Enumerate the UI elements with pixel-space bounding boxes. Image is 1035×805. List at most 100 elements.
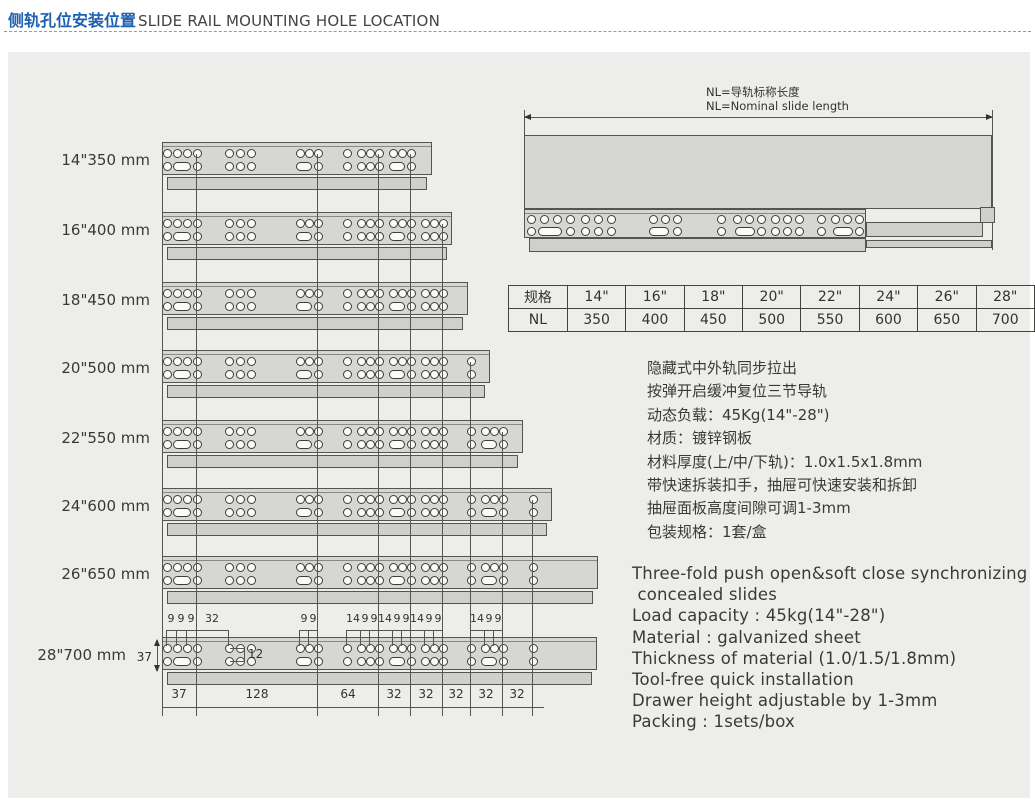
dim-tick bbox=[244, 648, 245, 662]
spec-line-en: Load capacity : 45kg(14"-28") bbox=[632, 606, 886, 626]
mounting-hole bbox=[313, 219, 323, 228]
spec-line-en: Drawer height adjustable by 1-3mm bbox=[632, 691, 938, 711]
nl-ext-line bbox=[992, 110, 993, 250]
dim-tick bbox=[196, 630, 197, 646]
mounting-hole bbox=[342, 576, 352, 585]
mounting-hole bbox=[429, 576, 439, 585]
mounting-hole bbox=[365, 440, 375, 449]
rail-lower-profile bbox=[167, 523, 547, 536]
mounting-hole bbox=[313, 576, 323, 585]
inner-rail-bar bbox=[866, 222, 983, 237]
mounting-hole bbox=[580, 227, 590, 236]
mounting-slot bbox=[296, 302, 312, 311]
mounting-hole bbox=[246, 370, 256, 379]
dashed-divider bbox=[4, 31, 1031, 32]
mounting-hole bbox=[438, 440, 448, 449]
mounting-hole bbox=[528, 508, 538, 517]
dim-line bbox=[162, 707, 544, 708]
mounting-hole bbox=[313, 357, 323, 366]
mounting-hole bbox=[224, 162, 234, 171]
mounting-hole bbox=[438, 508, 448, 517]
hole-alignment-line bbox=[196, 154, 197, 707]
mounting-hole bbox=[192, 302, 202, 311]
nl-dimension-label-zh: NL=导轨标称长度 bbox=[706, 85, 800, 99]
mounting-hole bbox=[480, 427, 490, 436]
overview-slide-rail bbox=[524, 209, 866, 238]
overview-rail-lower bbox=[529, 238, 866, 252]
mounting-hole bbox=[162, 289, 172, 298]
mounting-hole bbox=[388, 427, 398, 436]
nl-dim-line bbox=[524, 117, 992, 118]
dim-label: 9 bbox=[177, 612, 185, 625]
mounting-hole bbox=[782, 227, 792, 236]
mounting-hole bbox=[246, 219, 256, 228]
mounting-hole bbox=[388, 563, 398, 572]
mounting-hole bbox=[365, 162, 375, 171]
dim-tick bbox=[360, 630, 361, 646]
mounting-hole bbox=[235, 149, 245, 158]
mounting-hole bbox=[246, 302, 256, 311]
mounting-hole bbox=[162, 357, 172, 366]
mounting-hole bbox=[295, 563, 305, 572]
mounting-hole bbox=[438, 370, 448, 379]
dim-label: 9 bbox=[494, 612, 502, 625]
mounting-hole bbox=[246, 289, 256, 298]
mounting-hole bbox=[192, 427, 202, 436]
mounting-hole bbox=[420, 427, 430, 436]
mounting-hole bbox=[342, 289, 352, 298]
mounting-hole bbox=[420, 357, 430, 366]
mounting-hole bbox=[480, 495, 490, 504]
mounting-hole bbox=[794, 215, 804, 224]
mounting-hole bbox=[192, 232, 202, 241]
mounting-slot bbox=[389, 440, 405, 449]
mounting-hole bbox=[374, 162, 384, 171]
dim-tick bbox=[186, 630, 187, 646]
spec-line-zh: 动态负载：45Kg(14"-28") bbox=[647, 405, 830, 424]
mounting-hole bbox=[466, 576, 476, 585]
mounting-hole bbox=[235, 440, 245, 449]
mounting-hole bbox=[192, 495, 202, 504]
mounting-hole bbox=[172, 644, 182, 653]
mounting-hole bbox=[342, 162, 352, 171]
mounting-hole bbox=[420, 657, 430, 666]
mounting-hole bbox=[420, 508, 430, 517]
mounting-hole bbox=[406, 357, 416, 366]
rail-size-label: 22"550 mm bbox=[61, 429, 150, 447]
spec-table-cell: 规格 bbox=[508, 285, 568, 309]
mounting-hole bbox=[182, 219, 192, 228]
spec-line-zh: 材料厚度(上/中/下轨)：1.0x1.5x1.8mm bbox=[647, 452, 923, 471]
mounting-hole bbox=[816, 227, 826, 236]
spec-table-cell: 26" bbox=[917, 285, 977, 309]
mounting-hole bbox=[342, 508, 352, 517]
rail-lower-profile bbox=[167, 591, 593, 604]
mounting-hole bbox=[420, 576, 430, 585]
mounting-hole bbox=[365, 232, 375, 241]
mounting-hole bbox=[162, 440, 172, 449]
dim-tick bbox=[317, 630, 318, 646]
mounting-hole bbox=[162, 576, 172, 585]
mounting-hole bbox=[342, 302, 352, 311]
mounting-hole bbox=[356, 644, 366, 653]
slide-rail-22in bbox=[162, 420, 523, 453]
mounting-hole bbox=[438, 644, 448, 653]
mounting-hole bbox=[235, 357, 245, 366]
mounting-hole bbox=[770, 227, 780, 236]
mounting-hole bbox=[313, 508, 323, 517]
rail-edge-line bbox=[163, 286, 467, 287]
mounting-hole bbox=[438, 563, 448, 572]
dim-tick bbox=[346, 630, 347, 646]
dim-tick bbox=[401, 630, 402, 646]
dim-label: 9 bbox=[434, 612, 442, 625]
mounting-hole bbox=[842, 215, 852, 224]
spec-table-cell: 550 bbox=[800, 308, 860, 332]
rail-edge-line bbox=[163, 641, 596, 642]
page-title-zh: 侧轨孔位安装位置 bbox=[8, 11, 137, 30]
mounting-hole bbox=[374, 576, 384, 585]
mounting-hole bbox=[466, 508, 476, 517]
mounting-hole bbox=[224, 370, 234, 379]
dim-tick bbox=[166, 630, 167, 646]
mounting-slot bbox=[173, 162, 191, 171]
mounting-hole bbox=[235, 508, 245, 517]
rail-edge-line bbox=[163, 492, 551, 493]
